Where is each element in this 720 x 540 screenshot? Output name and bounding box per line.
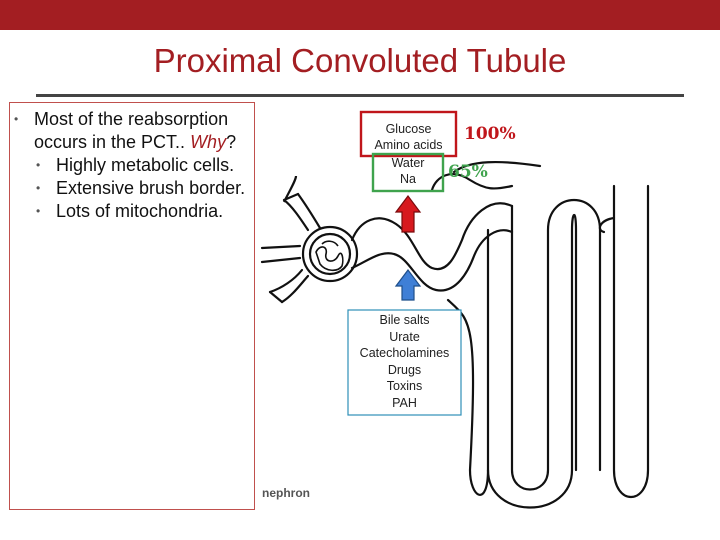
green-box bbox=[371, 152, 445, 193]
na-label: Na bbox=[400, 172, 416, 186]
bullet-main-end: ? bbox=[226, 132, 237, 152]
sub-bullet-text: Extensive brush border. bbox=[56, 178, 246, 198]
bullet-list: • Most of the reabsorption occurs in the… bbox=[14, 108, 254, 223]
pct-red: 100% bbox=[464, 124, 516, 144]
why-emphasis: Why bbox=[190, 132, 227, 152]
reabsorb-label-green: Water Na bbox=[373, 155, 443, 187]
toxins-label: Toxins bbox=[386, 379, 423, 393]
blue-reabsorption-arrow bbox=[394, 269, 422, 301]
nephron-tubule bbox=[260, 160, 650, 509]
sub-bullet-text: Lots of mitochondria. bbox=[56, 201, 224, 221]
title-rule bbox=[36, 94, 684, 97]
sub-bullet: • Lots of mitochondria. bbox=[14, 200, 254, 223]
drugs-label: Drugs bbox=[387, 362, 422, 377]
bullet-main: • Most of the reabsorption occurs in the… bbox=[14, 108, 254, 154]
secretion-box bbox=[347, 309, 462, 416]
pct-green: 65% bbox=[448, 162, 488, 182]
catecholamines-label: Catecholamines bbox=[359, 346, 450, 360]
amino-acids-label: Amino acids bbox=[374, 138, 443, 152]
secretion-labels: Bile salts Urate Catecholamines Drugs To… bbox=[348, 312, 461, 411]
water-label: Water bbox=[391, 156, 425, 170]
sub-bullet: • Extensive brush border. bbox=[14, 177, 254, 200]
sub-bullet-text: Highly metabolic cells. bbox=[56, 155, 235, 175]
red-box bbox=[359, 110, 458, 158]
bullet-marker: • bbox=[36, 158, 41, 172]
glucose-label: Glucose bbox=[385, 122, 432, 136]
bullet-main-text: Most of the reabsorption occurs in the P… bbox=[34, 109, 229, 152]
bullet-marker: • bbox=[36, 181, 41, 195]
bile-salts-label: Bile salts bbox=[379, 313, 430, 327]
efferent-stub bbox=[283, 175, 298, 203]
urate-label: Urate bbox=[389, 329, 420, 344]
reabsorb-label-red: Glucose Amino acids bbox=[361, 121, 456, 153]
sub-bullet: • Highly metabolic cells. bbox=[14, 154, 254, 177]
bullet-marker: • bbox=[36, 204, 41, 218]
glomerulus bbox=[315, 240, 344, 272]
nephron-caption: nephron bbox=[262, 486, 310, 500]
top-bar bbox=[0, 0, 720, 30]
pah-label: PAH bbox=[392, 395, 417, 410]
page-title: Proximal Convoluted Tubule bbox=[153, 42, 567, 79]
text-panel bbox=[9, 102, 255, 510]
bullet-marker: • bbox=[14, 112, 19, 126]
red-reabsorption-arrow bbox=[394, 195, 422, 233]
